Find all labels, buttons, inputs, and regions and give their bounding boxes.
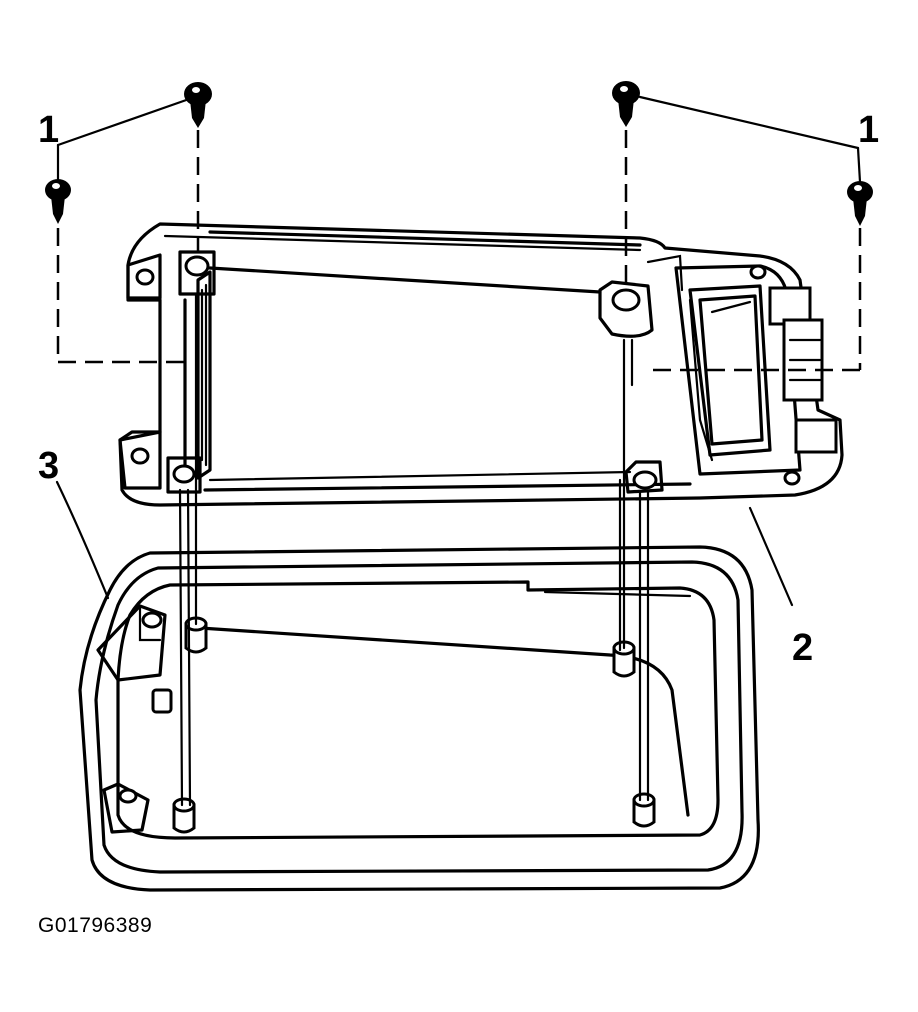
figure-id: G01796389 <box>38 914 153 937</box>
frame-boss-top-left <box>178 250 216 296</box>
leader-lines <box>55 95 862 607</box>
callout-screws-right: 1 <box>858 109 879 151</box>
alignment-lines <box>56 130 862 807</box>
callout-screws-left: 1 <box>38 109 59 151</box>
switch-module <box>674 264 838 486</box>
screw-top-left <box>184 82 212 128</box>
housing-boss-bottom-right <box>632 792 656 828</box>
housing <box>78 545 760 892</box>
housing-boss-bottom-left <box>172 797 196 834</box>
frame-boss-bottom-left <box>166 456 202 494</box>
housing-boss-top-right <box>612 640 636 678</box>
housing-boss-top-left <box>184 616 208 654</box>
frame-boss-bottom-right <box>624 460 664 494</box>
screw-far-left <box>45 179 71 224</box>
screw-far-right <box>847 181 873 226</box>
lamp-frame <box>118 222 844 507</box>
frame-boss-top-right <box>598 254 684 338</box>
callout-housing: 3 <box>38 445 59 487</box>
screw-top-right <box>612 81 640 127</box>
callout-frame: 2 <box>792 627 813 669</box>
